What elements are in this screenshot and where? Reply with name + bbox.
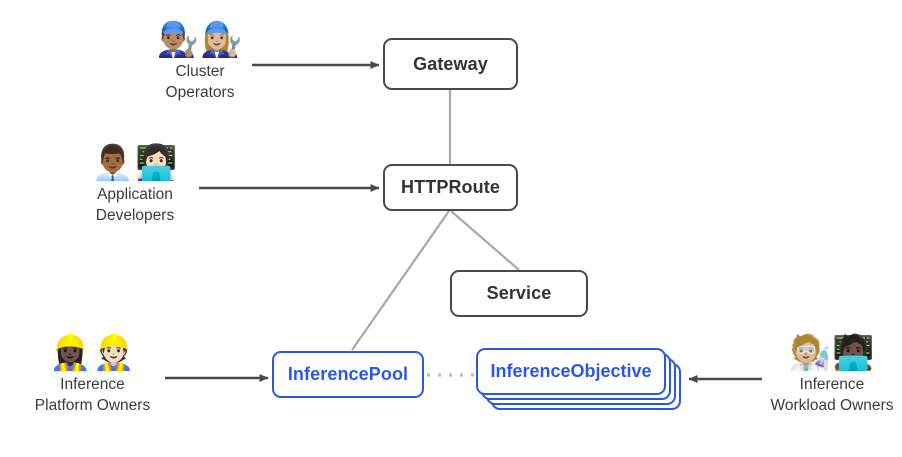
node-inferencepool[interactable]: InferencePool	[272, 351, 424, 398]
cluster-operators-label-line2: Operators	[165, 84, 235, 101]
cluster-operators-icons: 👨🏽‍🔧👩🏼‍🔧	[156, 21, 244, 59]
edge-httproute-to-service	[450, 210, 520, 271]
inference-workload-owners-icons: 🧑🏼‍🔬🧑🏿‍💻	[788, 334, 876, 372]
inference-platform-owners-icons: 👷🏿‍♀️👷🏻	[49, 334, 136, 372]
edge-httproute-to-inferencepool	[351, 210, 450, 351]
node-service[interactable]: Service	[450, 270, 588, 317]
inference-platform-owners-label-line1: Inference	[60, 376, 125, 393]
inference-platform-owners-label-line2: Platform Owners	[34, 397, 151, 414]
node-gateway-label: Gateway	[413, 53, 488, 74]
node-service-label: Service	[486, 283, 552, 303]
node-gateway[interactable]: Gateway	[383, 38, 518, 90]
application-developers-label-line2: Developers	[95, 207, 175, 224]
application-developers-label-line1: Application	[97, 186, 173, 203]
inference-workload-owners-label-line2: Workload Owners	[770, 397, 894, 414]
persona-inference-platform-owners[interactable]: 👷🏿‍♀️👷🏻 Inference Platform Owners	[20, 333, 165, 415]
inference-workload-owners-label-line1: Inference	[799, 376, 865, 393]
persona-application-developers[interactable]: 👨🏾‍💼👩🏻‍💻 Application Developers	[75, 143, 195, 225]
node-inferenceobjective[interactable]: InferenceObjective	[476, 348, 682, 412]
node-httproute[interactable]: HTTPRoute	[383, 164, 518, 211]
node-inferencepool-label: InferencePool	[287, 364, 409, 384]
persona-cluster-operators[interactable]: 👨🏽‍🔧👩🏼‍🔧 Cluster Operators	[140, 20, 260, 102]
persona-inference-workload-owners[interactable]: 🧑🏼‍🔬🧑🏿‍💻 Inference Workload Owners	[762, 333, 902, 415]
cluster-operators-label-line1: Cluster	[175, 63, 225, 80]
application-developers-icons: 👨🏾‍💼👩🏻‍💻	[91, 144, 179, 182]
node-httproute-label: HTTPRoute	[401, 177, 500, 197]
inferenceobjective-sheet-front[interactable]: InferenceObjective	[476, 348, 666, 395]
node-inferenceobjective-label: InferenceObjective	[490, 361, 652, 381]
